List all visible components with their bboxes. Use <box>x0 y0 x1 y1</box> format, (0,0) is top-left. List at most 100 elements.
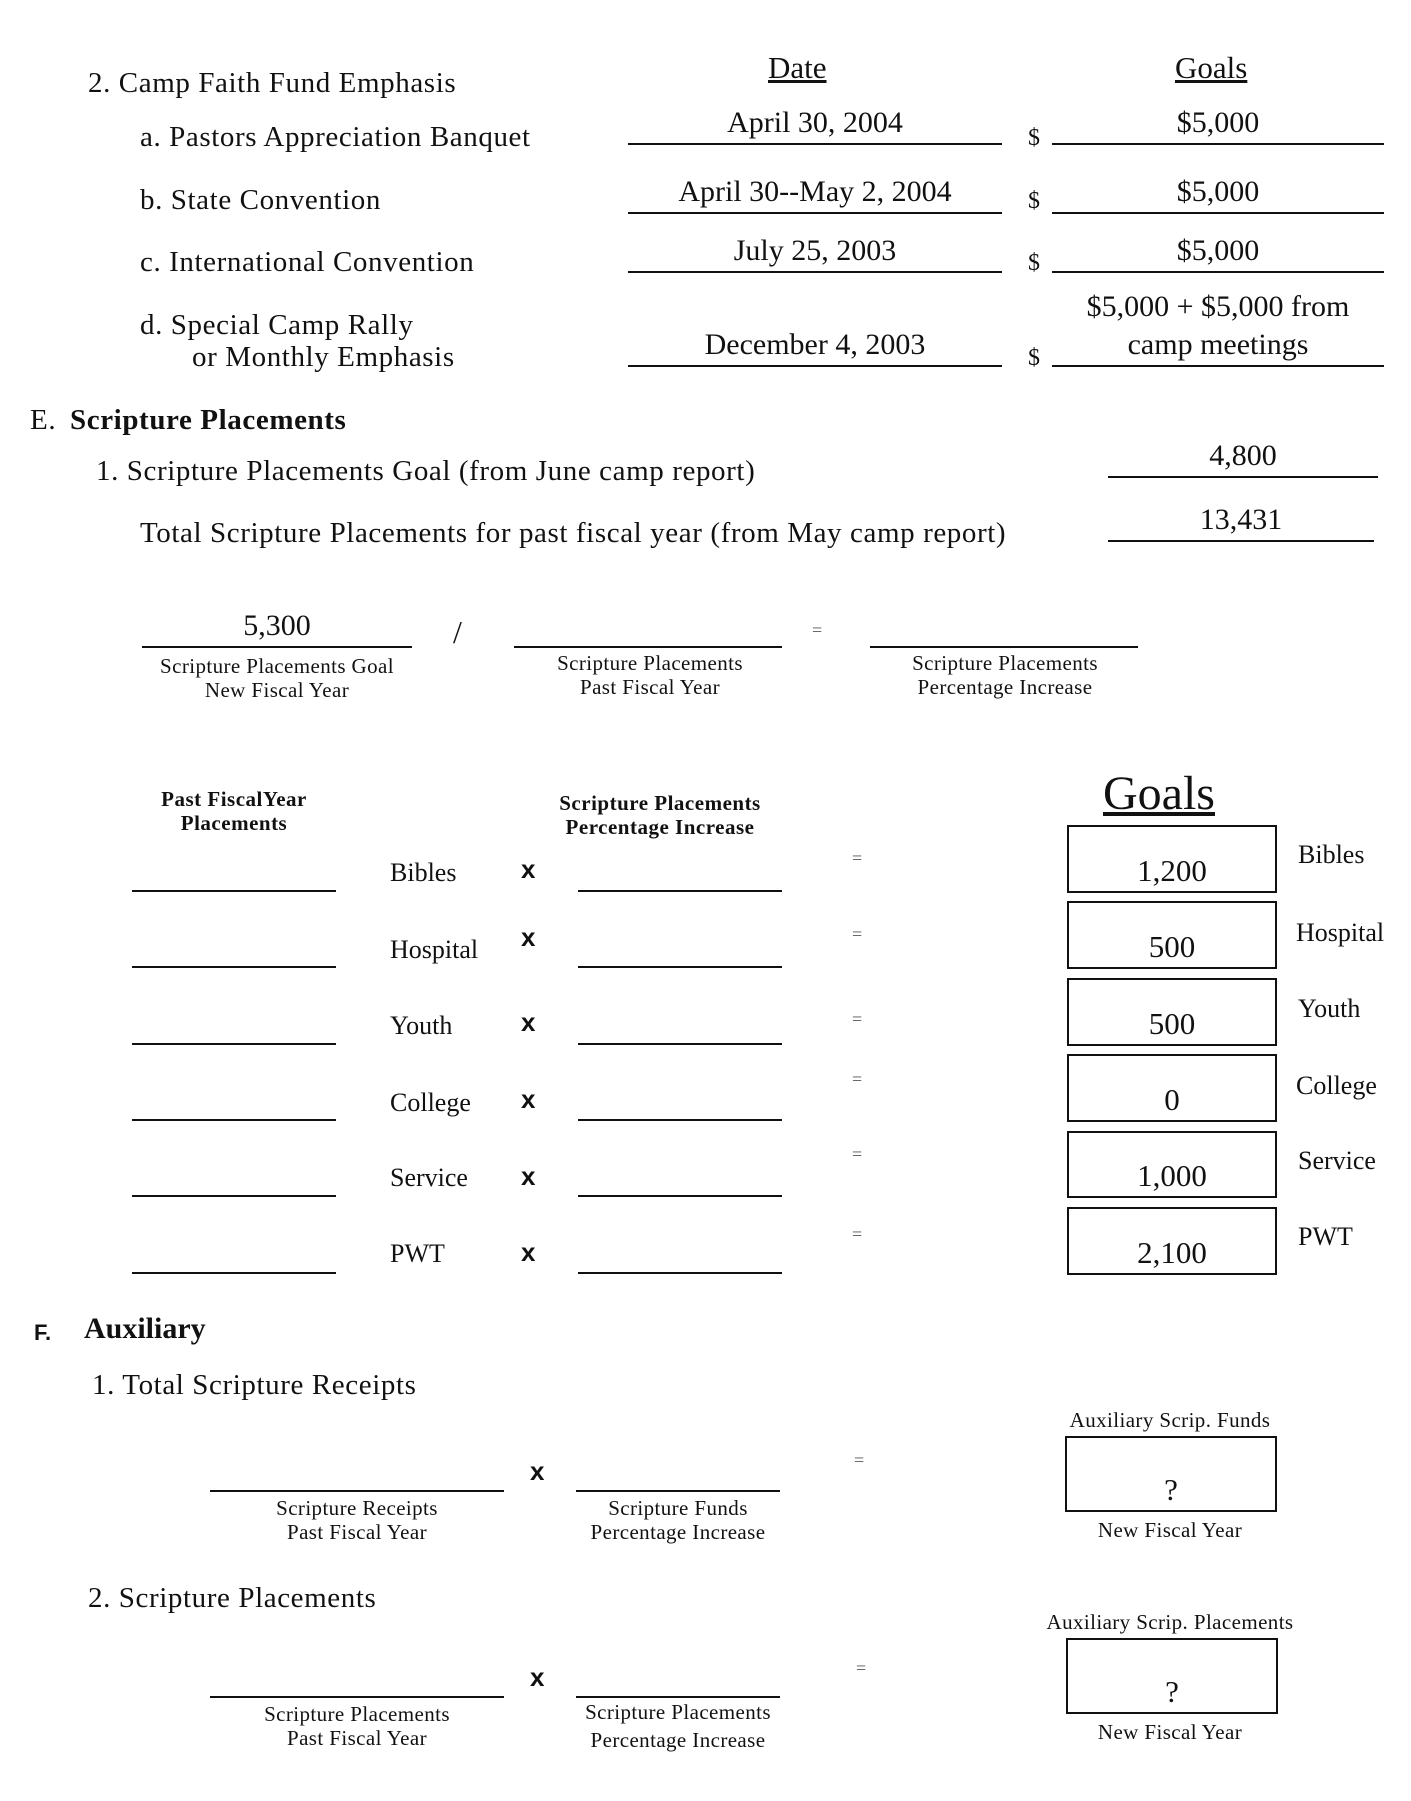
formula-caption: Scripture Placements Percentage Increase <box>912 651 1098 699</box>
date-underline <box>628 143 1002 145</box>
formula-line <box>142 646 412 648</box>
receipts-caption: Scripture Funds Percentage Increase <box>590 1496 766 1544</box>
fund-row-date: April 30--May 2, 2004 <box>678 175 952 208</box>
fund-row-label: c. International Convention <box>140 246 475 278</box>
equals-sign: = <box>852 1009 863 1029</box>
goal-category-label: Service <box>1298 1146 1376 1175</box>
total-placements-label: Total Scripture Placements for past fisc… <box>140 517 1007 549</box>
times-sign: x <box>530 1456 545 1486</box>
placements-caption: Scripture Placements Percentage Increase <box>585 1700 771 1752</box>
section-f-title: Auxiliary <box>84 1312 206 1345</box>
goal-box: 1,000 <box>1067 1131 1277 1198</box>
equals-sign: = <box>852 924 863 944</box>
goal-box: 500 <box>1067 901 1277 969</box>
aux-placements-title: Auxiliary Scrip. Placements <box>1046 1610 1294 1634</box>
equals-sign: = <box>812 620 823 640</box>
receipts-caption: Scripture Receipts Past Fiscal Year <box>276 1496 438 1544</box>
dollar-sign: $ <box>1028 125 1040 151</box>
date-underline <box>628 212 1002 214</box>
blank-line <box>132 890 336 892</box>
goal-category-label: Hospital <box>1296 918 1385 947</box>
blank-line <box>578 1272 782 1274</box>
equals-sign: = <box>852 1224 863 1244</box>
date-underline <box>628 271 1002 273</box>
goal-category-label: PWT <box>1298 1222 1353 1251</box>
fund-row-label: a. Pastors Appreciation Banquet <box>140 121 531 153</box>
aux-placements-caption: New Fiscal Year <box>1097 1720 1243 1744</box>
times-sign: x <box>521 1237 536 1267</box>
total-underline <box>1108 540 1374 542</box>
category-label: Bibles <box>390 858 457 887</box>
fund-row-goal: $5,000 + $5,000 from <box>1086 290 1350 323</box>
new-goal-value: 5,300 <box>243 609 311 642</box>
goal-underline <box>1052 271 1384 273</box>
blank-line <box>132 1195 336 1197</box>
blank-line <box>578 966 782 968</box>
aux-placements-label: 2. Scripture Placements <box>88 1582 377 1614</box>
fund-row-goal-cont: camp meetings <box>1127 328 1309 361</box>
goal-underline <box>1052 365 1384 367</box>
goal-category-label: Bibles <box>1298 840 1365 869</box>
times-sign: x <box>521 1084 536 1114</box>
placements-goal-value: 4,800 <box>1209 439 1277 472</box>
blank-line <box>578 890 782 892</box>
section-e-title: Scripture Placements <box>70 404 347 436</box>
goal-underline <box>1052 212 1384 214</box>
category-label: Service <box>390 1163 468 1192</box>
section-f-letter: F. <box>34 1320 52 1345</box>
date-underline <box>628 365 1002 367</box>
fund-row-label-cont: or Monthly Emphasis <box>192 341 455 373</box>
dollar-sign: $ <box>1028 345 1040 371</box>
fund-row-goal: $5,000 <box>1176 106 1260 139</box>
fund-row-date: December 4, 2003 <box>704 328 926 361</box>
equals-sign: = <box>852 1144 863 1164</box>
aux-funds-caption: New Fiscal Year <box>1097 1518 1243 1542</box>
date-header: Date <box>768 50 827 85</box>
blank-line <box>578 1043 782 1045</box>
fund-row-label: d. Special Camp Rally <box>140 309 414 341</box>
blank-line <box>132 1043 336 1045</box>
placements-goal-label: 1. Scripture Placements Goal (from June … <box>96 455 756 487</box>
goal-underline <box>1108 476 1378 478</box>
goal-category-label: Youth <box>1298 994 1361 1023</box>
blank-line <box>578 1195 782 1197</box>
blank-line <box>576 1696 780 1698</box>
formula-line <box>870 646 1138 648</box>
category-label: Youth <box>390 1011 453 1040</box>
equals-sign: = <box>854 1450 865 1470</box>
fund-row-goal: $5,000 <box>1176 175 1260 208</box>
divide-sign: / <box>453 614 462 650</box>
col-header-past-placements: Past FiscalYear Placements <box>161 787 307 835</box>
equals-sign: = <box>852 848 863 868</box>
blank-line <box>576 1490 780 1492</box>
fund-row-date: April 30, 2004 <box>727 106 903 139</box>
goal-box: 500 <box>1067 978 1277 1046</box>
times-sign: x <box>530 1662 545 1692</box>
blank-line <box>132 1119 336 1121</box>
receipts-label: 1. Total Scripture Receipts <box>92 1369 417 1401</box>
goal-box: 1,200 <box>1067 825 1277 893</box>
equals-sign: = <box>852 1069 863 1089</box>
equals-sign: = <box>856 1658 867 1678</box>
camp-faith-title: 2. Camp Faith Fund Emphasis <box>88 67 457 99</box>
times-sign: x <box>521 1007 536 1037</box>
placements-caption: Scripture Placements Past Fiscal Year <box>264 1702 450 1750</box>
aux-funds-box: ? <box>1065 1436 1277 1512</box>
formula-line <box>514 646 782 648</box>
formula-caption: Scripture Placements Goal New Fiscal Yea… <box>160 654 394 702</box>
goals-title: Goals <box>1103 767 1215 820</box>
times-sign: x <box>521 854 536 884</box>
aux-funds-title: Auxiliary Scrip. Funds <box>1069 1408 1271 1432</box>
goal-underline <box>1052 143 1384 145</box>
section-e-letter: E. <box>30 404 57 436</box>
col-header-percentage: Scripture Placements Percentage Increase <box>559 791 761 839</box>
category-label: Hospital <box>390 935 479 964</box>
blank-line <box>132 966 336 968</box>
goal-box: 2,100 <box>1067 1207 1277 1275</box>
formula-caption: Scripture Placements Past Fiscal Year <box>557 651 743 699</box>
fund-row-label: b. State Convention <box>140 184 381 216</box>
goals-header: Goals <box>1175 50 1248 85</box>
times-sign: x <box>521 1161 536 1191</box>
dollar-sign: $ <box>1028 188 1040 214</box>
fund-row-goal: $5,000 <box>1176 234 1260 267</box>
